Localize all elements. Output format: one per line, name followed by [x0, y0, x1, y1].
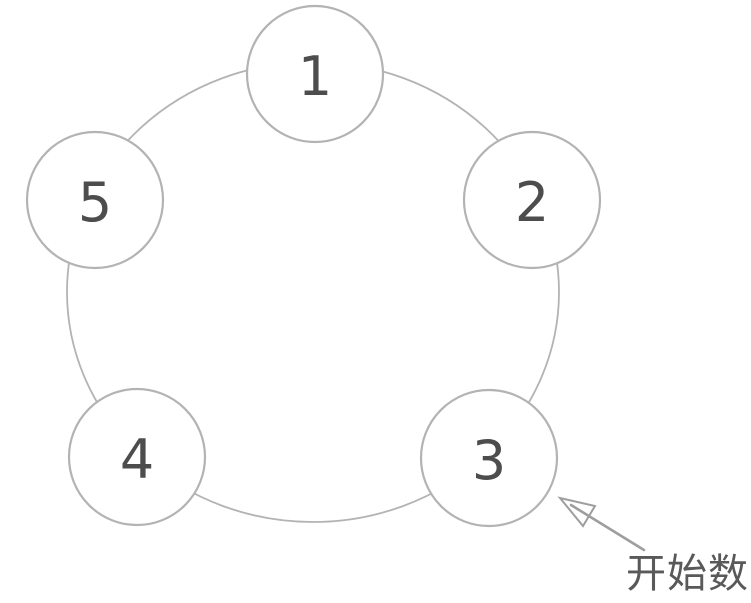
start-counting-label: 开始数 [626, 552, 749, 596]
node-circle-1 [245, 4, 385, 144]
node-circle-5 [25, 130, 165, 270]
node-circle-4 [67, 387, 207, 527]
arrow-shaft [569, 503, 646, 552]
node-5: 5 [25, 130, 165, 270]
arrowhead-icon [557, 496, 597, 528]
node-label-3: 3 [472, 429, 506, 492]
node-3: 3 [419, 388, 559, 528]
node-1: 1 [245, 4, 385, 144]
node-label-5: 5 [78, 171, 112, 234]
node-circle-3 [419, 388, 559, 528]
node-label-1: 1 [298, 45, 332, 108]
node-label-2: 2 [515, 171, 549, 234]
node-label-4: 4 [120, 428, 154, 491]
start-arrow [557, 496, 646, 552]
node-2: 2 [462, 130, 602, 270]
node-4: 4 [67, 387, 207, 527]
node-circle-2 [462, 130, 602, 270]
